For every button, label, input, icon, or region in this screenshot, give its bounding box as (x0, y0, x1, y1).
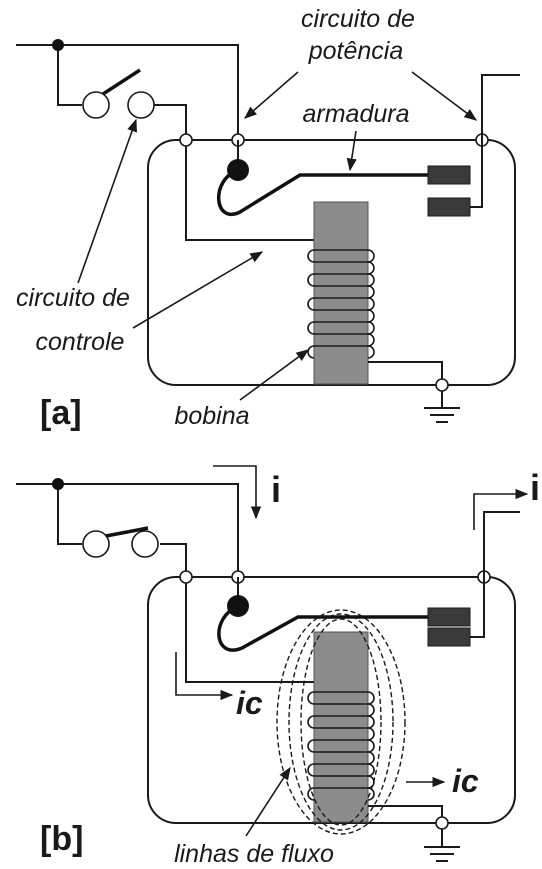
control-wire-internal (185, 577, 314, 683)
pointer-control-wire (132, 251, 264, 329)
terminal-control (179, 133, 193, 147)
label-flux-lines: linhas de fluxo (174, 840, 334, 868)
current-label-power-out: i (530, 467, 540, 508)
flux-lines (276, 609, 406, 835)
ground-icon (424, 829, 460, 862)
panel-b-relay: i i ic ic [b] linhas de fluxo (16, 465, 540, 868)
current-label-control-out: ic (452, 763, 479, 799)
control-wire-switch-branch (57, 484, 82, 545)
armature (217, 604, 428, 652)
coil-core (313, 631, 369, 823)
label-power-circuit-line1: circuito de (301, 5, 415, 33)
label-coil: bobina (174, 402, 249, 430)
output-wire (470, 74, 520, 208)
control-wire-internal (185, 140, 314, 241)
output-wire (470, 511, 520, 638)
control-wire-switch-branch (57, 45, 82, 106)
pointer-flux-lines (245, 766, 291, 837)
current-arrow-out (473, 488, 529, 530)
terminal-ground (435, 378, 449, 392)
contact-moving (427, 607, 471, 627)
label-control-circuit-line2: controle (36, 328, 125, 356)
pointer-power-right (411, 71, 478, 121)
terminal-ground (435, 816, 449, 830)
junction-dot (52, 478, 64, 490)
coil-return-wire (368, 805, 443, 823)
pointer-power-left (244, 71, 299, 119)
label-armature: armadura (303, 100, 410, 128)
control-switch (82, 526, 159, 558)
current-label-power-in: i (271, 469, 281, 510)
current-label-control-in: ic (236, 685, 263, 721)
pointer-coil (239, 349, 310, 401)
terminal-control (179, 570, 193, 584)
coil-windings (307, 691, 375, 801)
pointer-control-switch (77, 118, 137, 284)
label-power-circuit-line2: potência (308, 37, 404, 65)
contact-fixed (427, 627, 471, 647)
control-switch (82, 68, 155, 119)
coil-core (313, 201, 369, 385)
control-wire-switch-out (160, 543, 187, 577)
control-wire-top (16, 483, 239, 577)
relay-housing (147, 139, 516, 386)
panel-label-a: [a] (40, 394, 82, 432)
contact-moving (427, 165, 471, 185)
pointer-armature (346, 130, 357, 172)
control-wire-switch-out (154, 104, 187, 140)
coil-return-wire (368, 361, 443, 385)
ground-icon (424, 391, 460, 423)
relay-housing (147, 576, 516, 824)
current-arrow-in (213, 465, 262, 520)
panel-a-relay: circuito de potência armadura circuito d… (16, 5, 520, 432)
junction-dot (52, 39, 64, 51)
panel-label-b: [b] (40, 820, 83, 858)
label-control-circuit-line1: circuito de (16, 284, 130, 312)
coil-windings (307, 249, 375, 359)
contact-fixed (427, 197, 471, 217)
armature (216, 168, 428, 216)
control-wire-top (16, 44, 239, 140)
current-arrow-control-in (175, 652, 234, 701)
